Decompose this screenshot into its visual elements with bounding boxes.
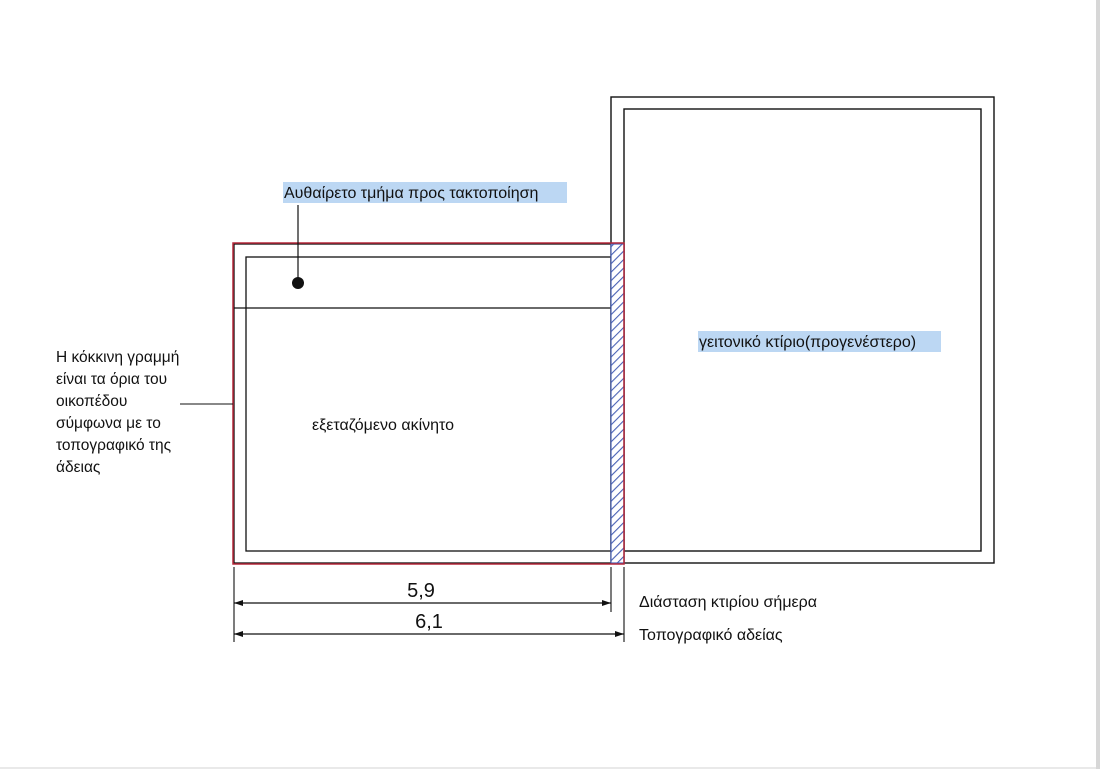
neighbor-building-label-highlight bbox=[698, 331, 941, 352]
dimension-value-permit: 6,1 bbox=[415, 611, 443, 633]
red-line-note-line: Η κόκκινη γραμμή bbox=[56, 349, 179, 366]
hatched-strip bbox=[610, 243, 625, 564]
dimension-caption-current: Διάσταση κτιρίου σήμερα bbox=[639, 594, 817, 611]
red-line-note-line: είναι τα όρια του bbox=[56, 371, 167, 388]
dimension-caption-permit: Τοπογραφικό αδείας bbox=[639, 627, 783, 644]
red-line-note: Η κόκκινη γραμμή είναι τα όρια του οικοπ… bbox=[56, 349, 179, 476]
red-line-note-line: οικοπέδου bbox=[56, 393, 127, 410]
illegal-part-label: Αυθαίρετο τμήμα προς τακτοποίηση bbox=[284, 185, 538, 202]
dimension-value-current: 5,9 bbox=[407, 580, 435, 602]
neighbor-building-inner-wall bbox=[623, 108, 982, 552]
property-outer-wall bbox=[233, 243, 625, 564]
property-label: εξεταζόμενο ακίνητο bbox=[312, 417, 454, 434]
illegal-part-label-highlight bbox=[283, 182, 567, 203]
plot-boundary-red-line bbox=[232, 242, 625, 565]
illegal-part-marker-dot bbox=[292, 277, 304, 289]
red-line-note-line: άδειας bbox=[56, 459, 100, 476]
sheet-edge-shadow bbox=[1096, 0, 1100, 769]
property-inner-wall bbox=[245, 256, 612, 552]
red-line-note-line: σύμφωνα με το bbox=[56, 415, 161, 432]
red-line-note-line: τοπογραφικό της bbox=[56, 437, 171, 454]
neighbor-building-outer-wall bbox=[610, 96, 995, 564]
neighbor-building-label: γειτονικό κτίριο(προγενέστερο) bbox=[699, 334, 916, 351]
